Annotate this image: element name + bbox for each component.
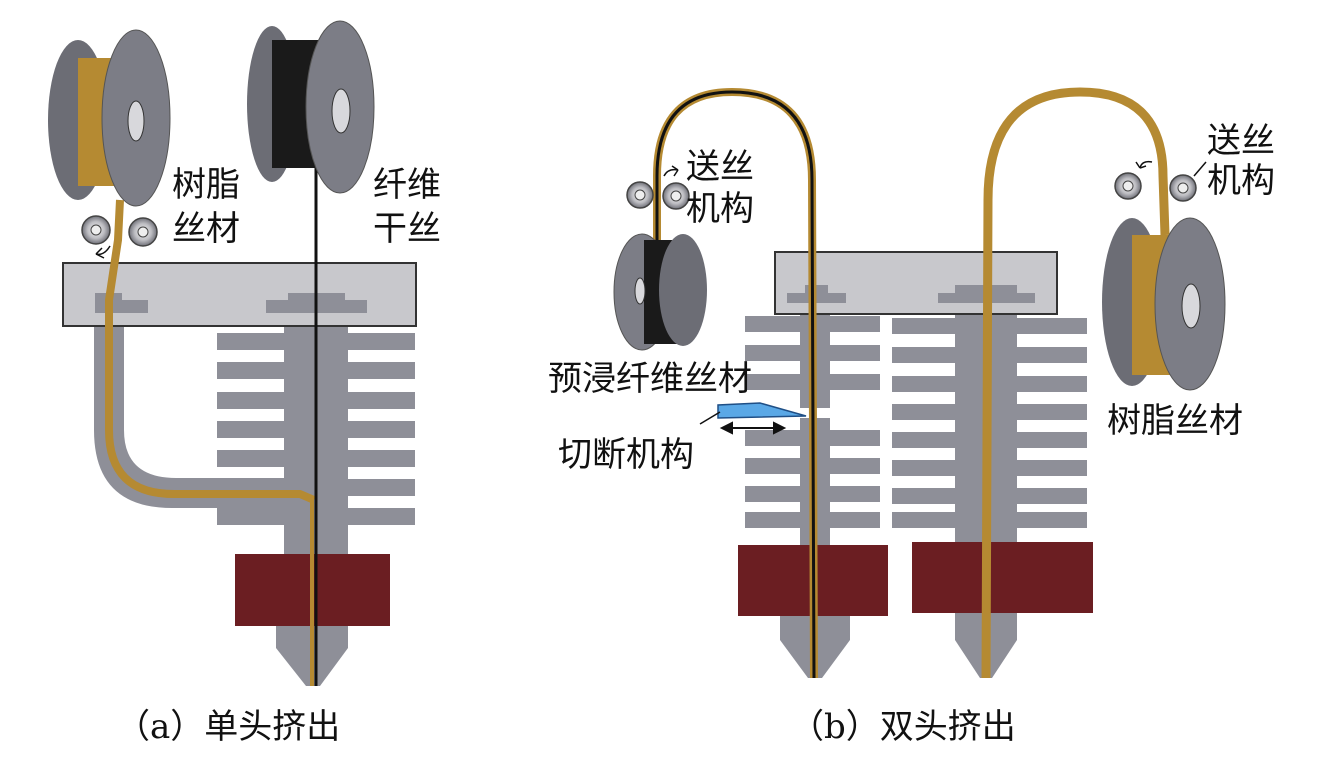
double-arrow-icon — [719, 421, 787, 435]
caption-b: （b）双头挤出 — [790, 707, 1016, 747]
resin-filament-path-a — [105, 199, 316, 504]
spool-icon — [48, 29, 171, 207]
feed-mechanism-left-line2: 机构 — [686, 189, 754, 229]
resin-filament-label-b: 树脂丝材 — [1107, 401, 1243, 441]
spool-icon — [1102, 217, 1226, 391]
prepreg-filament-core — [655, 90, 816, 679]
heater-block-b-right — [912, 542, 1093, 613]
panel-a: 树脂 丝材 纤维 干丝 （a）单头挤出 — [48, 20, 441, 747]
fiber-dry-label-line1: 纤维 — [373, 165, 441, 205]
spool-icon — [613, 233, 707, 351]
feed-roller-icon — [1114, 160, 1207, 202]
resin-filament-label-a-line1: 树脂 — [172, 165, 240, 205]
fiber-dry-label-line2: 干丝 — [373, 209, 441, 249]
feed-mechanism-right-line1: 送丝 — [1207, 121, 1275, 161]
barrel-head-b-left — [787, 285, 846, 303]
cutter-blade-icon — [717, 402, 807, 419]
caption-a: （a）单头挤出 — [116, 707, 340, 747]
feed-mechanism-left-line1: 送丝 — [686, 147, 754, 187]
cutter-leader-line — [699, 411, 721, 425]
feed-mechanism-right-line2: 机构 — [1207, 161, 1275, 201]
resin-filament-path-b — [981, 87, 1170, 679]
prepreg-filament-label: 预浸纤维丝材 — [548, 359, 752, 399]
resin-filament-label-a-line2: 丝材 — [172, 209, 240, 249]
feed-roller-icon — [81, 215, 158, 259]
spool-icon — [247, 20, 375, 194]
panel-b: 送丝 机构 送丝 机构 预浸纤维丝材 切断机构 树脂丝材 （b）双头挤出 — [548, 87, 1275, 747]
feed-roller-icon — [626, 165, 690, 210]
cutter-mechanism-label: 切断机构 — [558, 435, 694, 475]
mount-plate-b — [774, 251, 1058, 315]
